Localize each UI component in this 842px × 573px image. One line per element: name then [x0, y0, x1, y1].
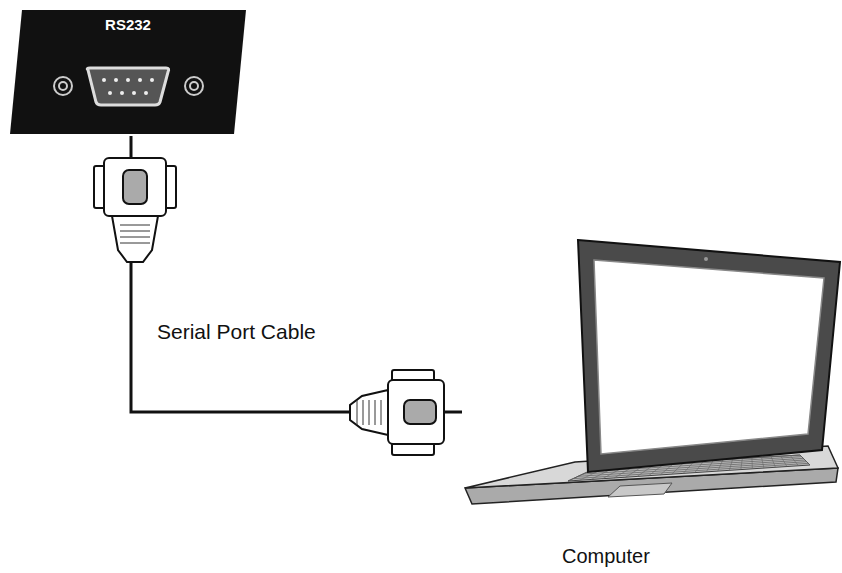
- label-holder: Serial Port Cable: [155, 320, 318, 344]
- db9-plug-vertical: [94, 158, 176, 262]
- serial-cable: [131, 136, 462, 412]
- cable-label: Serial Port Cable: [155, 320, 318, 343]
- db9-plug-horizontal: [350, 370, 444, 455]
- port-label: RS232: [105, 16, 151, 33]
- device-label: Computer: [562, 545, 842, 568]
- rs232-panel: RS232: [8, 8, 248, 136]
- computer-laptop: Computer: [462, 235, 842, 573]
- laptop-illustration: [462, 235, 842, 573]
